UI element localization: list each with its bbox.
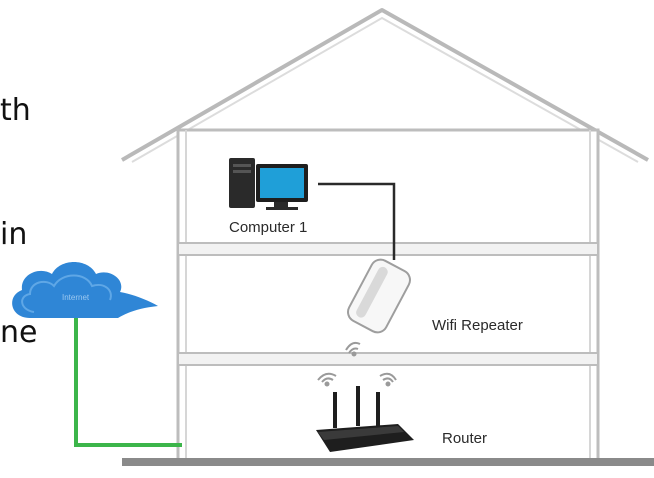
computer-icon <box>229 158 308 210</box>
side-text-line-2: in <box>0 217 28 252</box>
internet-cable <box>74 318 182 447</box>
house-roof <box>121 8 649 163</box>
router-label: Router <box>442 430 487 447</box>
house-floors <box>177 242 599 366</box>
wifi-signal-icon <box>317 341 397 387</box>
side-text-line-3: ne <box>0 315 38 350</box>
computer-label: Computer 1 <box>229 219 307 236</box>
side-text-line-1: th <box>0 93 31 128</box>
ground-line <box>122 458 654 466</box>
cloud-icon: Internet <box>12 262 158 318</box>
repeater-label: Wifi Repeater <box>432 317 523 334</box>
computer-cable <box>318 182 396 260</box>
router-icon <box>316 386 414 452</box>
cloud-label: Internet <box>62 293 90 302</box>
repeater-icon <box>347 258 411 334</box>
